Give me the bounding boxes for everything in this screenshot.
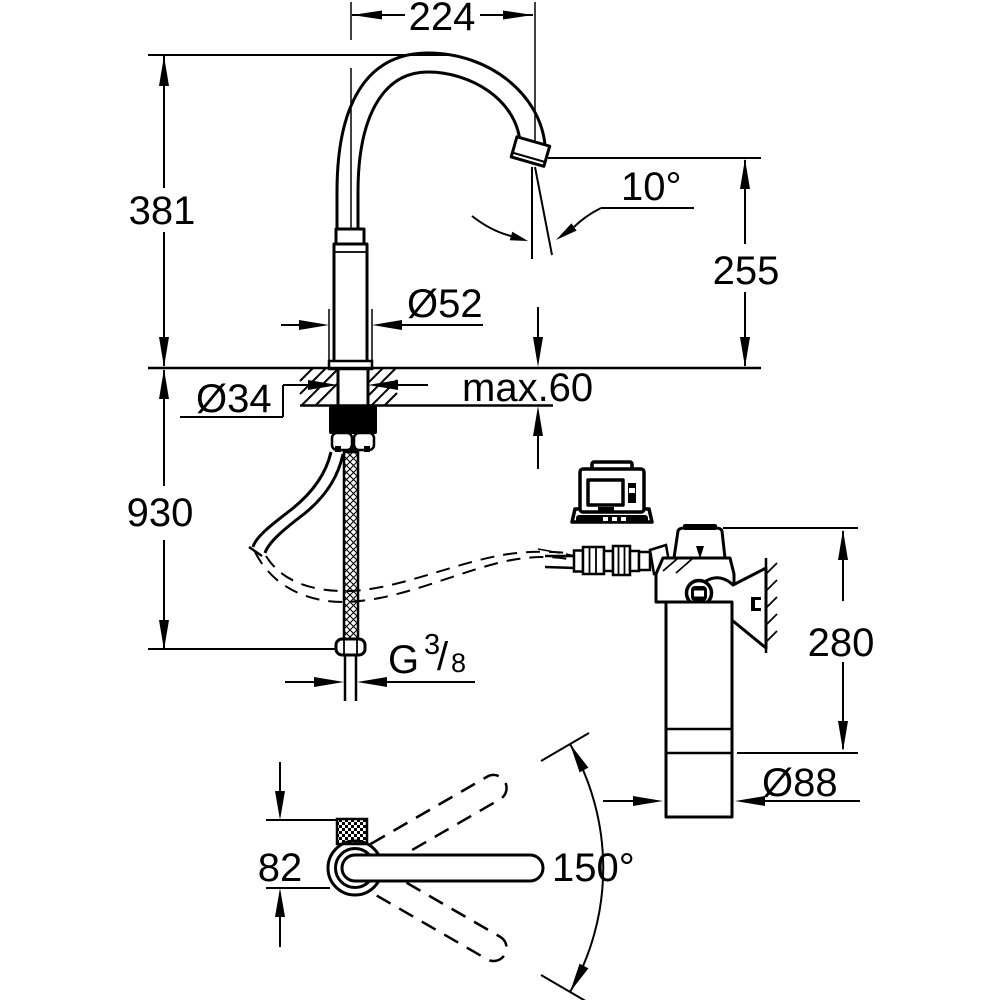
dim-10deg: 10° bbox=[471, 165, 694, 259]
dim-930-label: 930 bbox=[127, 491, 194, 535]
dim-dia34-label: Ø34 bbox=[196, 377, 272, 421]
thread-denominator: 8 bbox=[451, 648, 466, 678]
spout-outer-curve bbox=[335, 51, 547, 240]
wall-hatching bbox=[765, 562, 778, 643]
dim-dia52-label: Ø52 bbox=[407, 282, 483, 326]
dim-255: 255 bbox=[548, 157, 780, 367]
dim-224: 224 bbox=[350, 0, 536, 236]
handle-top-view: 150° bbox=[326, 732, 635, 1000]
indicator-mark bbox=[696, 546, 704, 559]
display-unit bbox=[570, 460, 654, 524]
dim-930: 930 bbox=[127, 369, 336, 650]
hose-routing-dashed-upper bbox=[265, 550, 568, 593]
dim-dia88: Ø88 bbox=[603, 761, 860, 806]
dim-82-label: 82 bbox=[258, 846, 303, 890]
hose-routing-dashed-lower bbox=[254, 551, 569, 604]
hose-end-nut bbox=[334, 637, 367, 657]
under-counter-hoses bbox=[248, 406, 569, 701]
dim-82: 82 bbox=[258, 762, 338, 947]
handle-position-down-dashed bbox=[363, 866, 508, 963]
display-screen bbox=[586, 478, 625, 507]
handle-position-up-dashed bbox=[363, 773, 508, 870]
dim-dia88-label: Ø88 bbox=[762, 761, 838, 805]
handle-mount-block bbox=[335, 817, 369, 846]
thread-letter: G bbox=[388, 638, 419, 682]
inlet-fittings bbox=[572, 543, 673, 577]
handle-lever bbox=[340, 853, 545, 883]
filter-cartridge-body bbox=[664, 600, 734, 819]
dim-dia34: Ø34 bbox=[180, 377, 428, 421]
swivel-arc bbox=[569, 743, 605, 993]
spout-collar bbox=[334, 227, 366, 246]
dim-dia52: Ø52 bbox=[281, 282, 483, 365]
braided-supply-hose bbox=[342, 450, 360, 651]
dim-280-label: 280 bbox=[808, 621, 875, 665]
dim-255-label: 255 bbox=[713, 249, 780, 293]
aerator bbox=[509, 135, 552, 168]
dim-381: 381 bbox=[129, 54, 455, 367]
pull-out-hose-outer bbox=[251, 451, 333, 548]
thread-slash: / bbox=[437, 635, 449, 679]
dim-g38: G 3 / 8 bbox=[285, 629, 475, 687]
thread-numerator: 3 bbox=[424, 629, 440, 661]
filter-unit bbox=[537, 524, 778, 819]
dim-224-label: 224 bbox=[409, 0, 476, 39]
pull-out-hose-inner bbox=[263, 453, 345, 554]
dim-381-label: 381 bbox=[129, 189, 196, 233]
dim-280: 280 bbox=[723, 527, 875, 754]
dim-max60-label: max.60 bbox=[462, 366, 593, 410]
dim-150deg-label: 150° bbox=[552, 846, 635, 890]
dim-10deg-label: 10° bbox=[621, 165, 682, 209]
mounting-nut bbox=[329, 406, 377, 434]
spout-inner-curve bbox=[356, 70, 522, 240]
faucet-body bbox=[332, 242, 369, 365]
dim-max60: max.60 bbox=[462, 307, 593, 469]
